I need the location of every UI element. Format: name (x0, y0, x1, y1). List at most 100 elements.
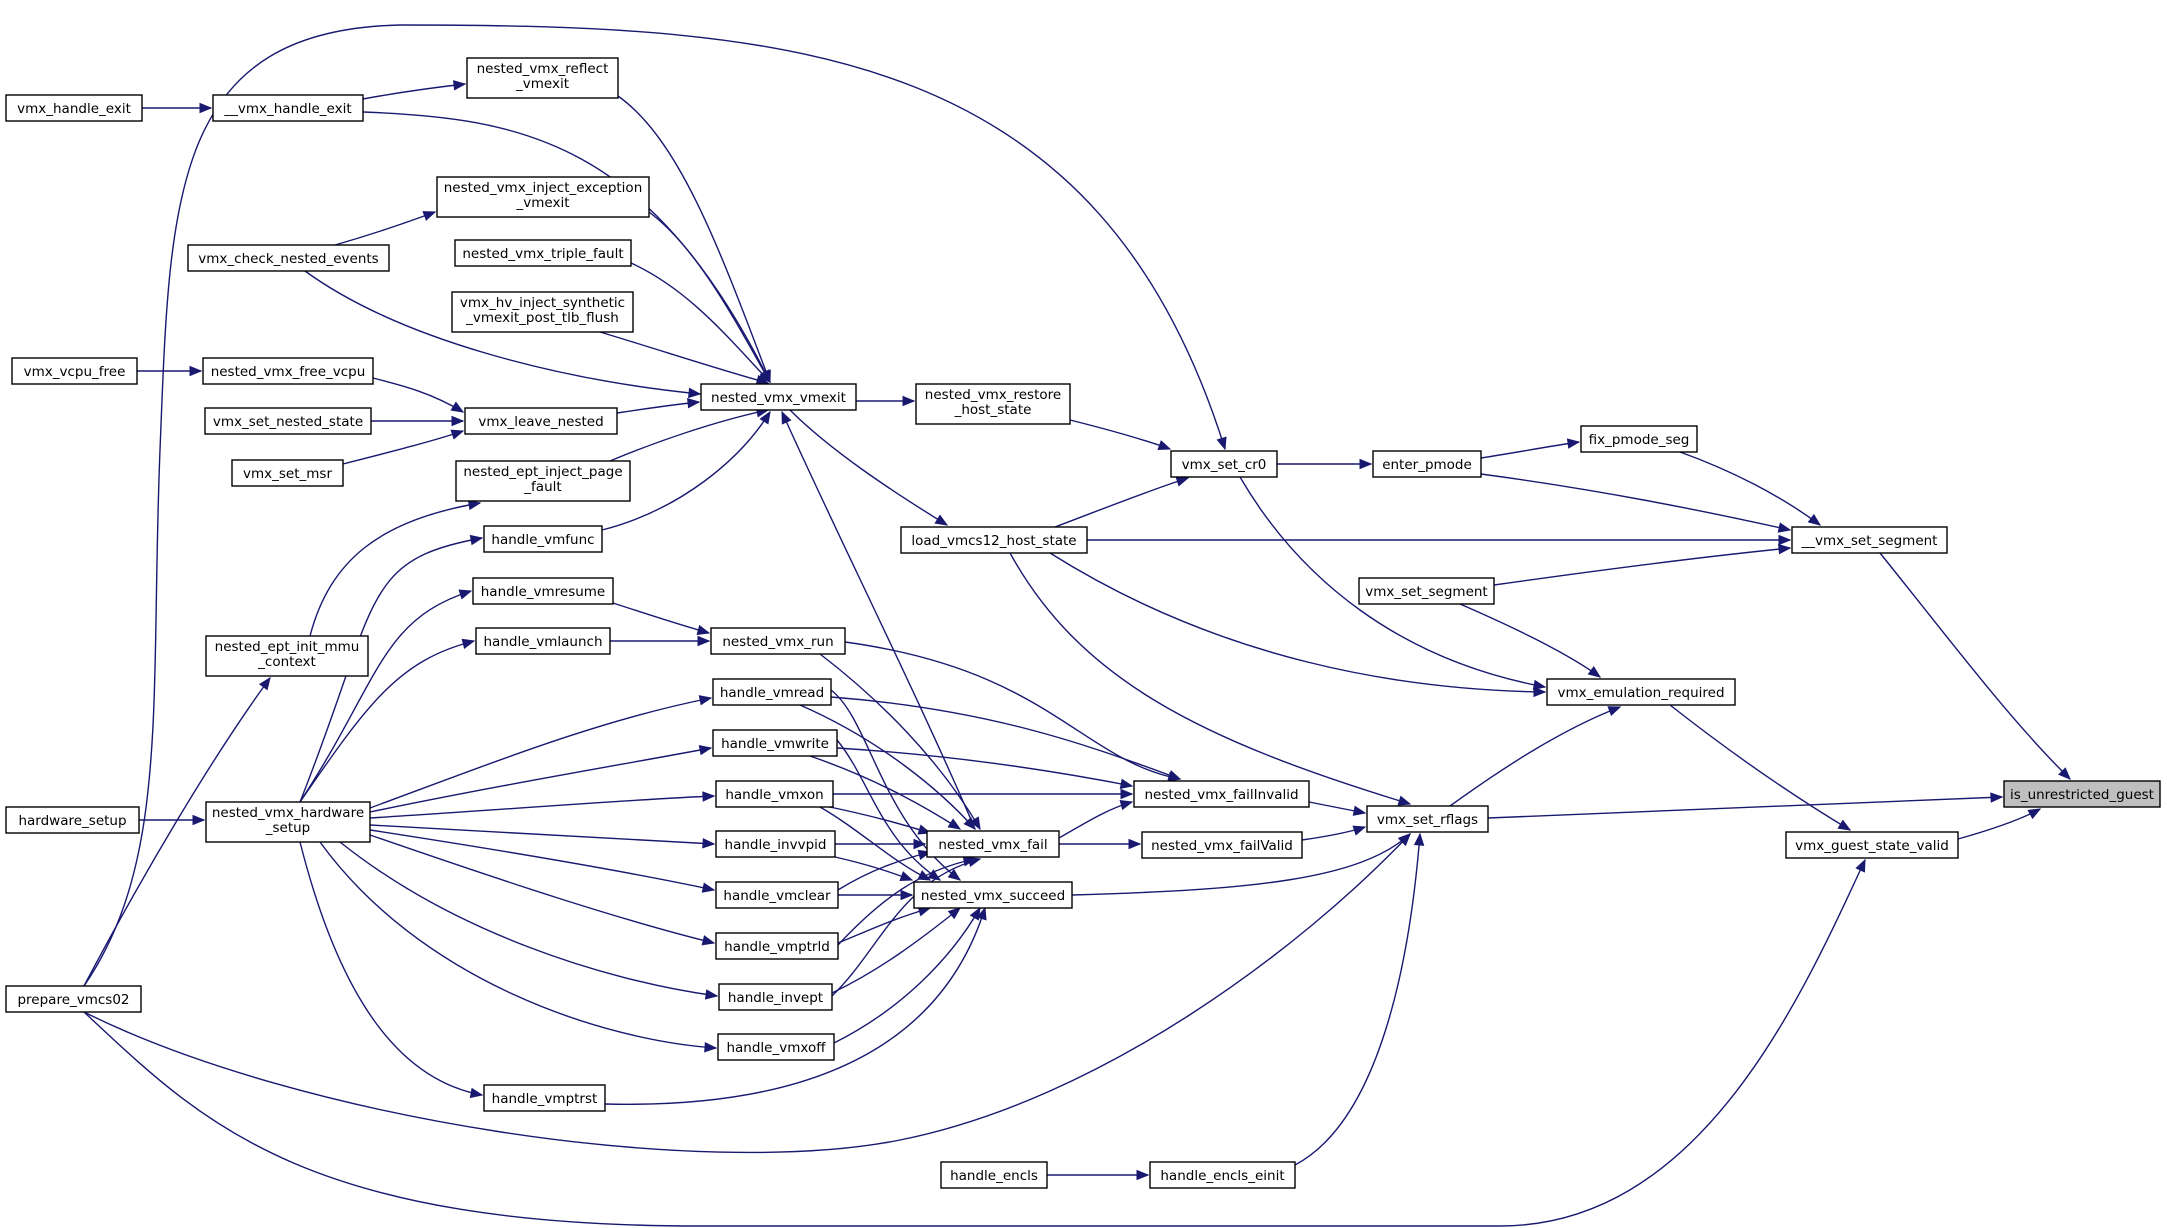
node-label: handle_vmxon (725, 787, 823, 803)
node-handle-vmptrst[interactable]: handle_vmptrst (483, 1084, 606, 1112)
node-vmx-guest-state-valid[interactable]: vmx_guest_state_valid (1785, 831, 1959, 859)
node-handle-vmptrld[interactable]: handle_vmptrld (715, 932, 839, 960)
edge-line (83, 833, 1411, 1154)
node-is-unrestricted-guest[interactable]: is_unrestricted_guest (2003, 780, 2161, 808)
arrowhead (781, 410, 792, 425)
edge-line (1294, 833, 1421, 1166)
node-vmx-handle-exit[interactable]: __vmx_handle_exit (212, 94, 364, 122)
node-nested-vmx-triple-fault[interactable]: nested_vmx_triple_fault (454, 239, 632, 267)
node-nested-vmx-succeed[interactable]: nested_vmx_succeed (913, 881, 1073, 909)
node-vmx-set-msr[interactable]: vmx_set_msr (231, 459, 344, 487)
edge-nested_ept_inject_page_fault-to-nested_vmx_vmexit (609, 407, 770, 462)
node-handle-invvpid[interactable]: handle_invvpid (715, 830, 836, 858)
node-vmx-set-rflags[interactable]: vmx_set_rflags (1366, 805, 1489, 833)
node-label: vmx_guest_state_valid (1795, 838, 1949, 854)
arrowhead (963, 816, 976, 830)
edge-vmx_handle_exit-to-__vmx_handle_exit (142, 102, 213, 114)
node-nested-vmx-free-vcpu[interactable]: nested_vmx_free_vcpu (202, 357, 374, 385)
node-handle-encls-einit[interactable]: handle_encls_einit (1149, 1161, 1296, 1189)
node-nested-vmx-run[interactable]: nested_vmx_run (710, 627, 846, 655)
node-label: nested_vmx_vmexit (711, 390, 846, 406)
node-hardware-setup[interactable]: hardware_setup (5, 806, 140, 834)
node-vmx-check-nested-events[interactable]: vmx_check_nested_events (187, 244, 390, 272)
node-handle-vmread[interactable]: handle_vmread (712, 678, 832, 706)
node-vmx-emulation-required[interactable]: vmx_emulation_required (1546, 678, 1736, 706)
arrowhead (947, 868, 962, 881)
edge-prepare_vmcs02-to-nested_ept_init_mmu_context (83, 676, 271, 987)
node-box (913, 881, 1073, 909)
node-label: _vmexit (515, 76, 569, 92)
node-load-vmcs12-host-state[interactable]: load_vmcs12_host_state (900, 526, 1088, 554)
arrowhead (1359, 458, 1373, 470)
node-box (5, 985, 142, 1013)
edge-line (1480, 473, 1791, 531)
node-box (926, 830, 1060, 858)
node-handle-vmresume[interactable]: handle_vmresume (472, 577, 614, 605)
node-label: handle_encls (950, 1168, 1038, 1184)
arrowhead (1532, 679, 1547, 691)
node-fix-pmode-seg[interactable]: fix_pmode_seg (1580, 425, 1698, 453)
node-vmx-vcpu-free[interactable]: vmx_vcpu_free (11, 357, 138, 385)
node-handle-vmlaunch[interactable]: handle_vmlaunch (475, 627, 611, 655)
arrowhead (1175, 476, 1190, 487)
node-nested-vmx-restore-host-state[interactable]: nested_vmx_restore_host_state (915, 383, 1071, 425)
edge-handle_vmresume-to-nested_vmx_run (612, 602, 711, 635)
edge-line (819, 804, 931, 834)
node-box (205, 635, 369, 677)
arrowhead (1778, 534, 1792, 546)
node-box (1366, 805, 1489, 833)
node-nested-vmx-fail[interactable]: nested_vmx_fail (926, 830, 1060, 858)
node-nested-ept-inject-page-fault[interactable]: nested_ept_inject_page_fault (455, 460, 631, 502)
node-enter-pmode[interactable]: enter_pmode (1372, 450, 1482, 478)
node-vmx-hv-inject-synthetic-vmexit-post-tlb-flush[interactable]: vmx_hv_inject_synthetic_vmexit_post_tlb_… (451, 291, 634, 333)
node-label: nested_ept_inject_page (463, 464, 622, 480)
node-nested-vmx-failValid[interactable]: nested_vmx_failValid (1141, 831, 1303, 859)
edge-line (781, 411, 976, 830)
edge-nested_vmx_vmexit-to-nested_vmx_restore_host_state (856, 395, 916, 407)
arrowhead (687, 397, 701, 409)
node-vmx-set-segment[interactable]: __vmx_set_segment (1791, 526, 1948, 554)
node-label: vmx_set_msr (243, 466, 332, 482)
node-label: handle_encls_einit (1160, 1168, 1284, 1184)
node-handle-vmxoff[interactable]: handle_vmxoff (717, 1033, 835, 1061)
edge-handle_vmxon-to-nested_vmx_succeed (819, 806, 932, 881)
arrowhead (900, 889, 914, 901)
node-label: nested_vmx_fail (938, 837, 1047, 853)
node-label: _setup (265, 820, 311, 836)
node-nested-vmx-hardware-setup[interactable]: nested_vmx_hardware_setup (205, 801, 371, 843)
edge-line (299, 640, 475, 803)
node-handle-vmclear[interactable]: handle_vmclear (715, 881, 839, 909)
node-vmx-leave-nested[interactable]: vmx_leave_nested (464, 407, 618, 435)
node-nested-vmx-inject-exception-vmexit[interactable]: nested_vmx_inject_exception_vmexit (436, 176, 650, 218)
node-handle-invept[interactable]: handle_invept (718, 983, 833, 1011)
edge-line (789, 409, 948, 526)
node-vmx-handle-exit[interactable]: vmx_handle_exit (5, 94, 143, 122)
node-nested-ept-init-mmu-context[interactable]: nested_ept_init_mmu_context (205, 635, 369, 677)
arrowhead (947, 907, 962, 920)
node-vmx-set-segment[interactable]: vmx_set_segment (1358, 577, 1495, 605)
arrowhead (702, 838, 716, 849)
node-vmx-set-nested-state[interactable]: vmx_set_nested_state (204, 407, 372, 435)
node-vmx-set-cr0[interactable]: vmx_set_cr0 (1170, 450, 1278, 478)
node-label: _context (257, 654, 316, 670)
edge-handle_vmfunc-to-nested_vmx_vmexit (601, 410, 771, 531)
node-handle-vmwrite[interactable]: handle_vmwrite (712, 729, 838, 757)
edge-line (609, 409, 769, 462)
edge-line (809, 755, 961, 830)
node-nested-vmx-vmexit[interactable]: nested_vmx_vmexit (700, 383, 857, 411)
edge-vmx_set_segment-to-__vmx_set_segment (1493, 543, 1792, 586)
node-nested-vmx-failInvalid[interactable]: nested_vmx_failInvalid (1133, 780, 1310, 808)
node-handle-vmfunc[interactable]: handle_vmfunc (483, 525, 603, 553)
edge-hardware_setup-to-nested_vmx_hardware_setup (139, 814, 206, 826)
node-handle-vmxon[interactable]: handle_vmxon (715, 780, 834, 808)
edge-line (369, 829, 715, 891)
node-nested-vmx-reflect-vmexit[interactable]: nested_vmx_reflect_vmexit (466, 57, 619, 99)
node-box (1372, 450, 1482, 478)
node-prepare-vmcs02[interactable]: prepare_vmcs02 (5, 985, 142, 1013)
node-label: handle_vmlaunch (483, 634, 602, 650)
node-label: vmx_vcpu_free (24, 364, 126, 380)
node-handle-encls[interactable]: handle_encls (940, 1161, 1048, 1189)
arrowhead (422, 211, 437, 221)
edge-nested_vmx_fail-to-nested_vmx_vmexit (781, 410, 976, 830)
edge-line (1009, 552, 1411, 805)
